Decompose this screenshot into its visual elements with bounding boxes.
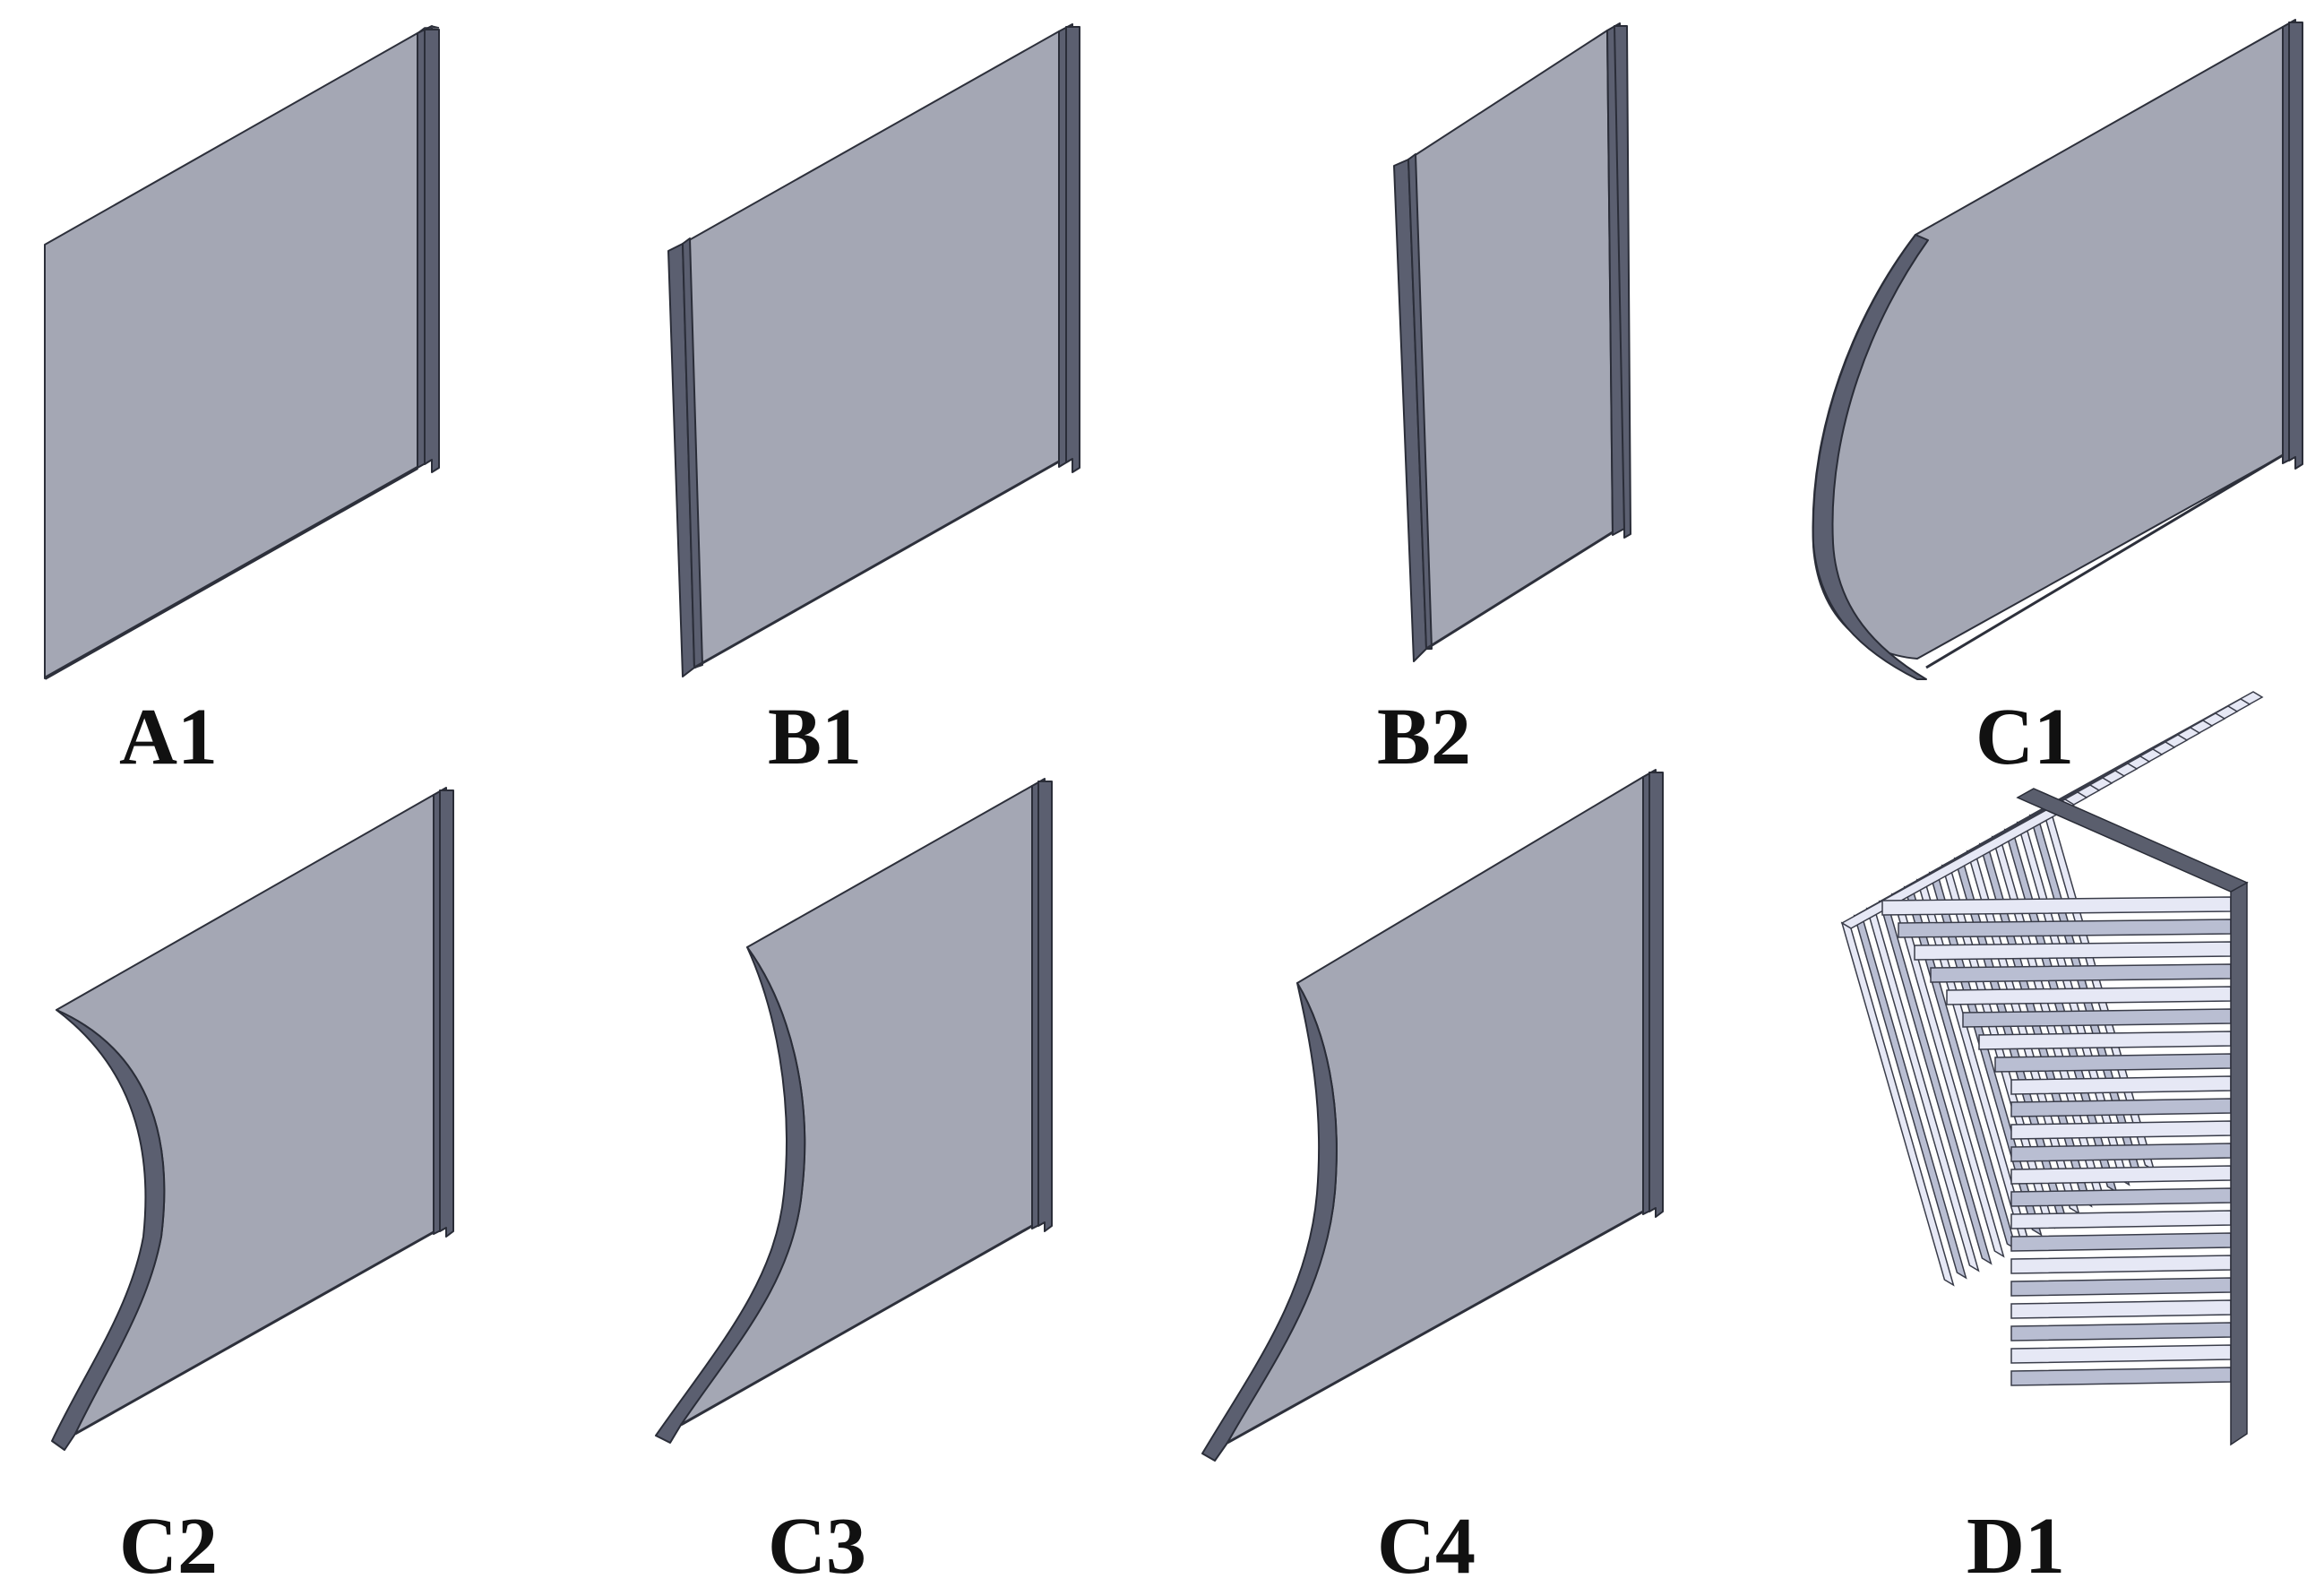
fin-step bbox=[2010, 1143, 2232, 1162]
panel-c3: C3 bbox=[655, 778, 1053, 1591]
fin-array-d1 bbox=[1840, 691, 2264, 1446]
fin-step bbox=[2010, 1232, 2232, 1252]
fin-step bbox=[2010, 1098, 2232, 1117]
plate-c1 bbox=[1812, 19, 2303, 680]
fin-step bbox=[2010, 1367, 2232, 1386]
panel-b1: B1 bbox=[667, 23, 1080, 781]
panel-label-c4: C4 bbox=[1377, 1502, 1476, 1591]
fin-step bbox=[1946, 986, 2232, 1005]
plate-c2 bbox=[51, 787, 454, 1451]
fin-step bbox=[2010, 1255, 2232, 1274]
fin-step bbox=[2010, 1299, 2232, 1319]
fin-step bbox=[2010, 1165, 2232, 1185]
panel-c1: C1 bbox=[1812, 19, 2303, 781]
fin-step bbox=[2010, 1187, 2232, 1207]
fin-step bbox=[1978, 1031, 2232, 1050]
panel-d1: D1 bbox=[1840, 691, 2264, 1591]
plate-a1 bbox=[44, 25, 440, 680]
panel-label-c2: C2 bbox=[119, 1502, 218, 1591]
plate-b1 bbox=[667, 23, 1080, 677]
panel-label-c1: C1 bbox=[1975, 693, 2074, 781]
fin-step bbox=[1914, 941, 2232, 961]
fin-step bbox=[2010, 1075, 2232, 1095]
plate-c4 bbox=[1201, 769, 1664, 1462]
fin-step bbox=[1962, 1008, 2232, 1028]
panel-label-c3: C3 bbox=[768, 1502, 866, 1591]
panel-c4: C4 bbox=[1201, 769, 1664, 1591]
fin-step bbox=[2010, 1120, 2232, 1140]
fin-base-plate bbox=[2230, 881, 2248, 1446]
fin-step bbox=[1930, 963, 2232, 983]
fin-step bbox=[2010, 1210, 2232, 1229]
panel-a1: A1 bbox=[44, 25, 440, 781]
panel-label-a1: A1 bbox=[119, 693, 218, 781]
fin-step bbox=[2010, 1344, 2232, 1364]
fin-step bbox=[2010, 1277, 2232, 1297]
panel-label-b2: B2 bbox=[1377, 693, 1471, 781]
fin-step bbox=[2010, 1322, 2232, 1342]
panel-b2: B2 bbox=[1377, 22, 1631, 781]
fin-step bbox=[1881, 896, 2232, 916]
panel-label-d1: D1 bbox=[1967, 1502, 2065, 1591]
plate-b2 bbox=[1393, 22, 1631, 662]
panel-c2: C2 bbox=[51, 787, 454, 1591]
panel-label-b1: B1 bbox=[768, 693, 862, 781]
plate-c3 bbox=[655, 778, 1053, 1444]
fin-top-plate bbox=[2016, 788, 2249, 893]
fin-plate bbox=[1840, 921, 1955, 1287]
fin-step bbox=[1898, 919, 2232, 938]
fin-step bbox=[1994, 1053, 2232, 1073]
